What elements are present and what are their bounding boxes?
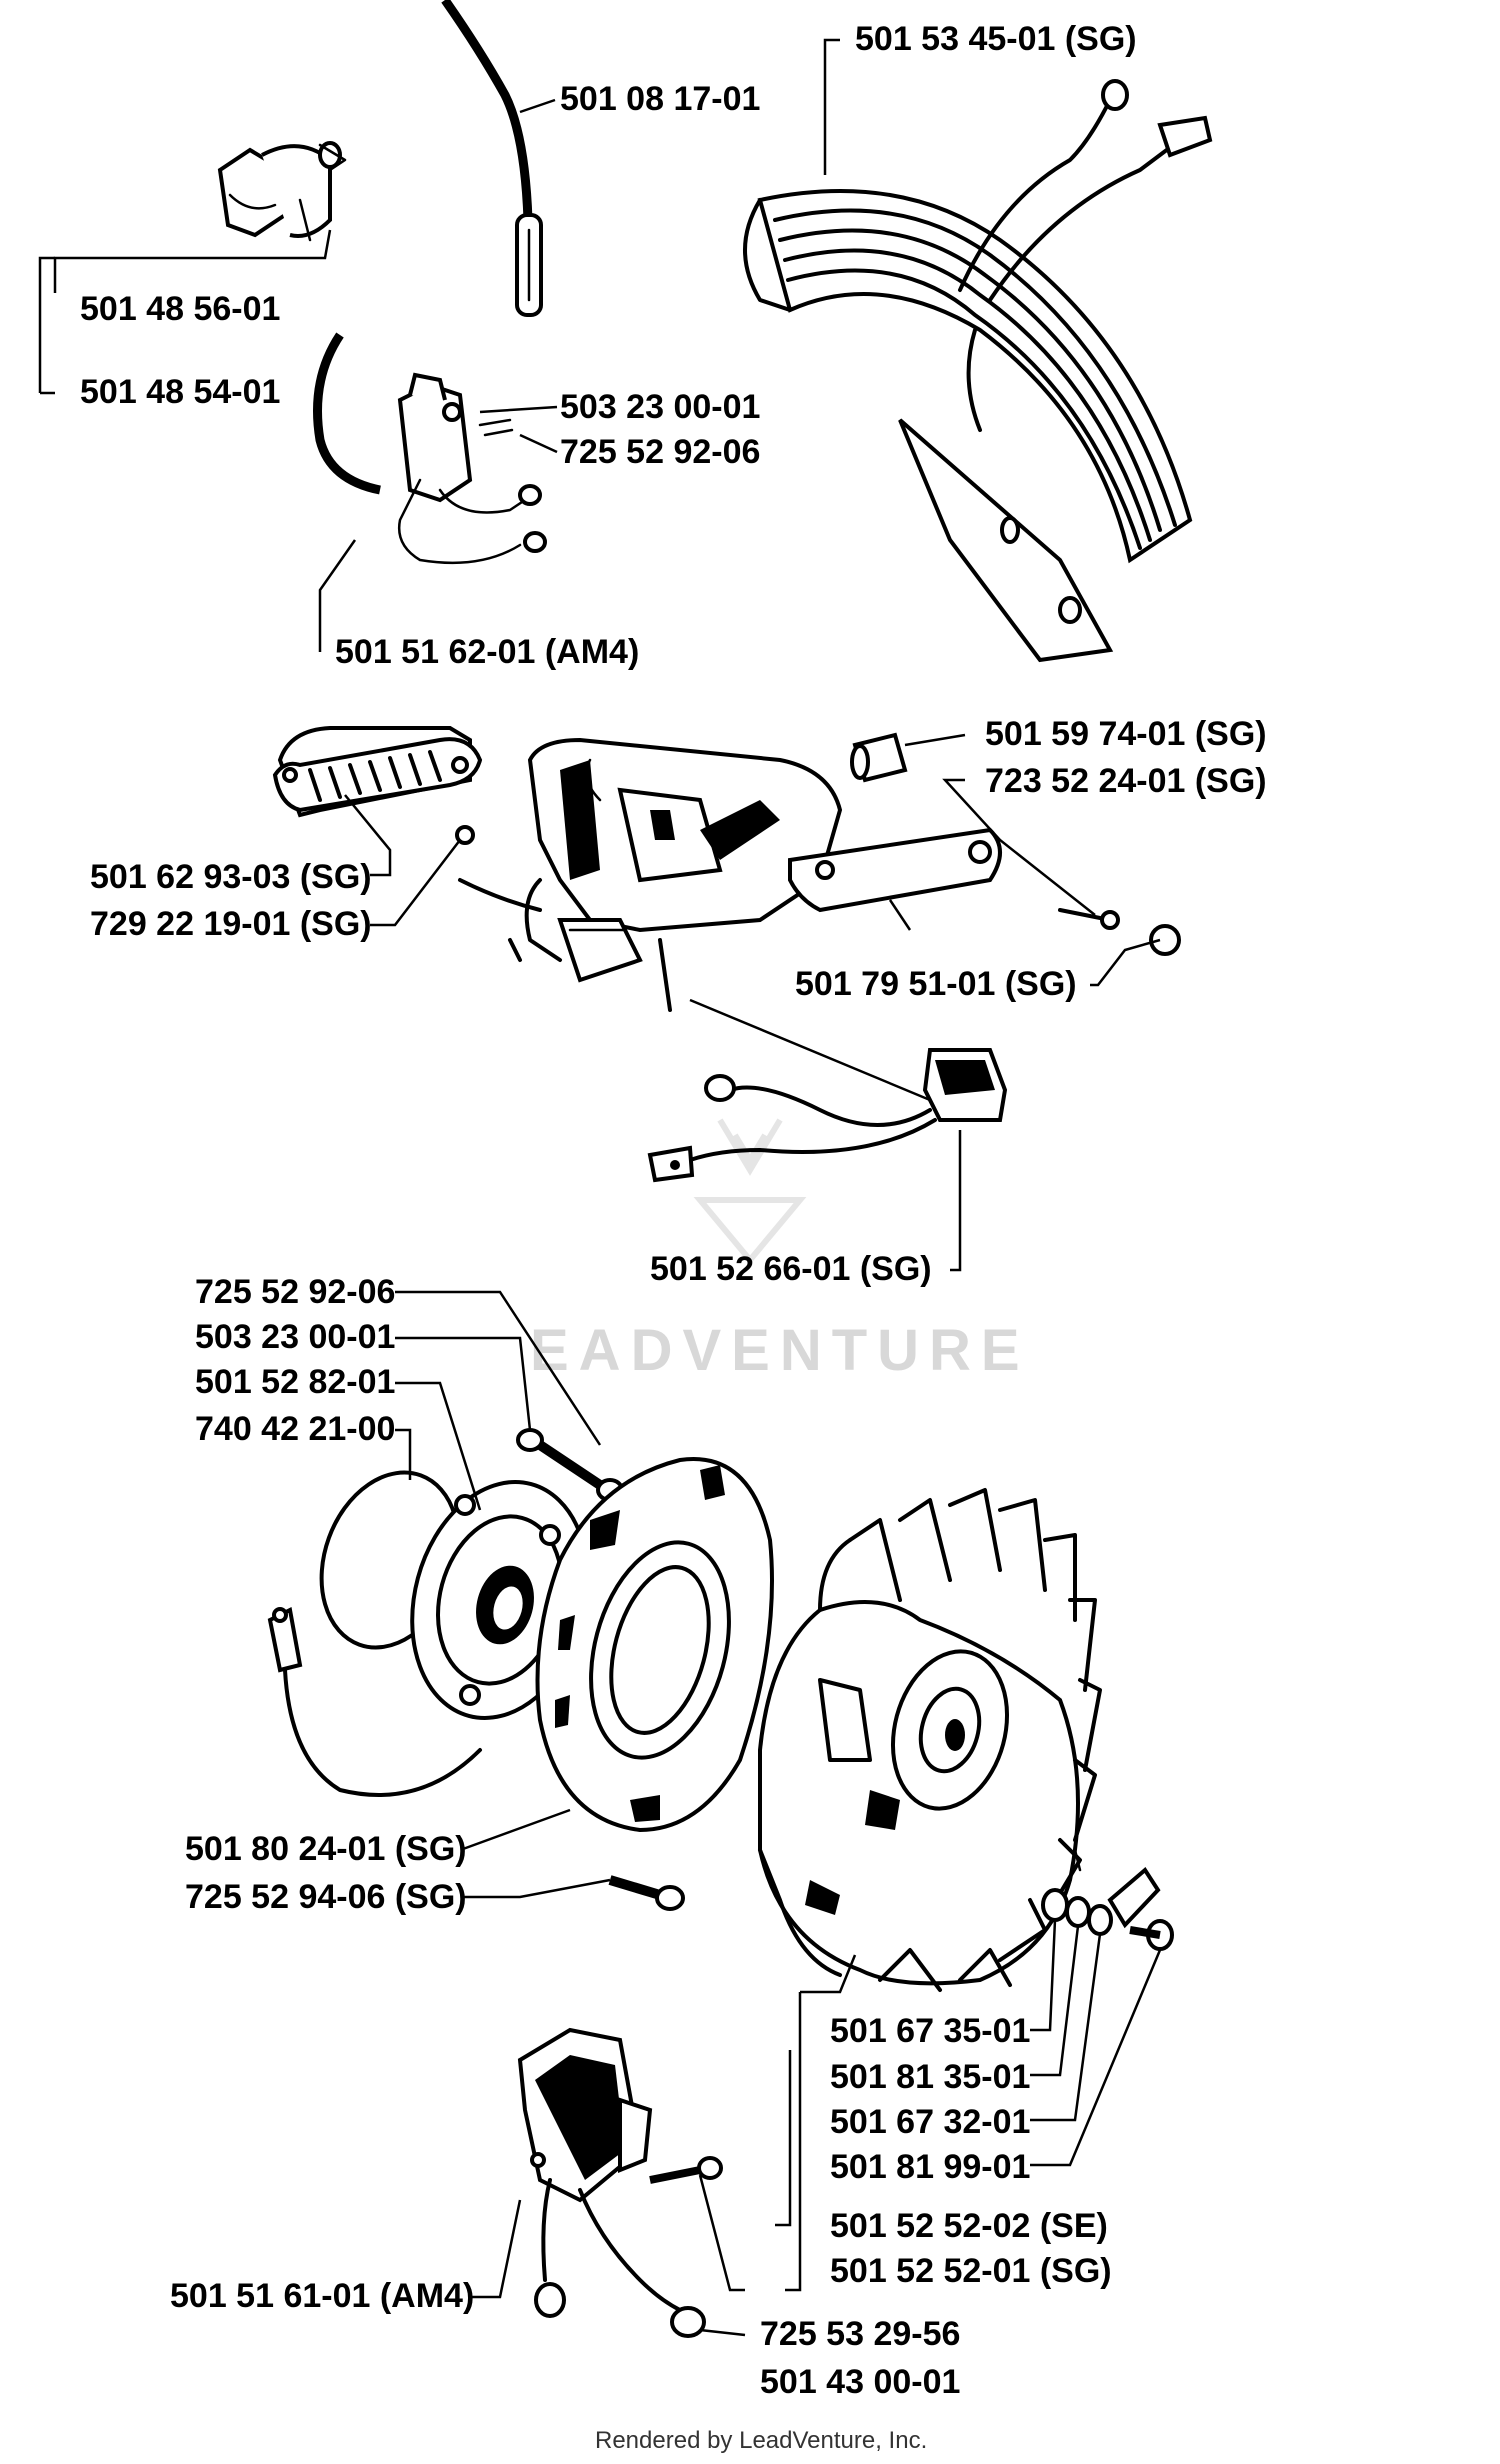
label-501-52-66-01: 501 52 66-01 (SG) xyxy=(650,1250,932,1288)
starter-cup-part xyxy=(535,1457,774,1833)
label-501-08-17-01: 501 08 17-01 xyxy=(560,80,760,118)
watermark-logo xyxy=(693,1118,807,1265)
label-729-22-19-01: 729 22 19-01 (SG) xyxy=(90,905,372,943)
leader-lines xyxy=(38,38,1162,2337)
label-501-43-00-01: 501 43 00-01 xyxy=(760,2363,960,2401)
flywheel-part xyxy=(758,1488,1102,1992)
ignition-module-top-part xyxy=(313,332,547,565)
spark-plug-cap-part xyxy=(217,141,347,242)
handle-housing-part xyxy=(458,737,843,1012)
label-501-79-51-01: 501 79 51-01 (SG) xyxy=(795,965,1077,1003)
label-725-52-92-06-top: 725 52 92-06 xyxy=(560,433,760,471)
bracket-part xyxy=(788,827,1181,956)
footer-credit: Rendered by LeadVenture, Inc. xyxy=(595,2427,927,2454)
label-501-52-52-01: 501 52 52-01 (SG) xyxy=(830,2252,1112,2290)
label-501-52-82-01: 501 52 82-01 xyxy=(195,1363,395,1401)
label-501-48-54-01: 501 48 54-01 xyxy=(80,373,280,411)
label-501-53-45-01: 501 53 45-01 (SG) xyxy=(855,20,1137,58)
label-501-80-24-01: 501 80 24-01 (SG) xyxy=(185,1830,467,1868)
label-725-53-29-56: 725 53 29-56 xyxy=(760,2315,960,2353)
label-725-52-94-06: 725 52 94-06 (SG) xyxy=(185,1878,467,1916)
ignition-module-lower-part xyxy=(517,2027,723,2338)
watermark-text: EADVENTURE xyxy=(530,1318,1030,1383)
label-725-52-92-06-lower: 725 52 92-06 xyxy=(195,1273,395,1311)
label-501-59-74-01: 501 59 74-01 (SG) xyxy=(985,715,1267,753)
label-501-52-52-02: 501 52 52-02 (SE) xyxy=(830,2207,1108,2245)
label-503-23-00-01-lower: 503 23 00-01 xyxy=(195,1318,395,1356)
label-501-67-35-01: 501 67 35-01 xyxy=(830,2012,1030,2050)
label-501-67-32-01: 501 67 32-01 xyxy=(830,2103,1030,2141)
label-723-52-24-01: 723 52 24-01 (SG) xyxy=(985,762,1267,800)
label-501-51-61-01: 501 51 61-01 (AM4) xyxy=(170,2277,474,2315)
label-740-42-21-00: 740 42 21-00 xyxy=(195,1410,395,1448)
part-number-labels: 501 53 45-01 (SG) 501 08 17-01 501 48 56… xyxy=(80,20,1267,2401)
handle-heater-element-part xyxy=(743,79,1213,663)
plug-lead-lower-part xyxy=(267,1607,482,1797)
label-501-51-62-01: 501 51 62-01 (AM4) xyxy=(335,633,639,671)
label-501-81-35-01: 501 81 35-01 xyxy=(830,2058,1030,2096)
label-503-23-00-01-top: 503 23 00-01 xyxy=(560,388,760,426)
cup-screw-part xyxy=(608,1875,685,1911)
label-501-81-99-01: 501 81 99-01 xyxy=(830,2148,1030,2186)
ignition-lead-part xyxy=(441,0,543,317)
stop-switch-part xyxy=(647,1048,1008,1183)
handle-cover-part xyxy=(272,726,483,845)
label-501-48-56-01: 501 48 56-01 xyxy=(80,290,280,328)
label-501-62-93-03: 501 62 93-03 (SG) xyxy=(90,858,372,896)
spacer-part xyxy=(850,732,908,783)
